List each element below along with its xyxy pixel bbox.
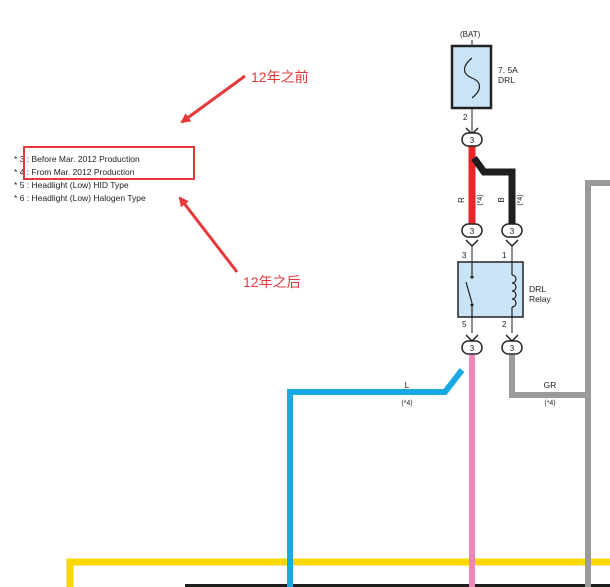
- fuse-source-label: (BAT): [460, 30, 481, 39]
- highlight-box: [23, 146, 195, 180]
- fuse: (BAT) 7. 5A DRL 2: [450, 30, 518, 133]
- chevron-down-icon: [465, 239, 479, 248]
- legend-line-4: * 6 : Headlight (Low) Halogen Type: [14, 193, 146, 203]
- connector-relay-bottom-left: 3: [461, 334, 483, 355]
- svg-text:3: 3: [470, 136, 475, 145]
- legend: * 3 : Before Mar. 2012 Production * 4 : …: [14, 153, 146, 205]
- svg-text:3: 3: [510, 227, 515, 236]
- legend-line-2: * 4 : From Mar. 2012 Production: [14, 167, 135, 177]
- gray-right-wire: [585, 180, 610, 587]
- fuse-pin: 2: [463, 113, 468, 122]
- gray-wire-label: GR: [544, 380, 557, 390]
- yellow-wire: [66, 558, 610, 587]
- connector-relay-bottom-right: 3: [501, 334, 523, 355]
- annotation-before: 12年之前: [251, 69, 309, 85]
- red-wire-note: (*4): [477, 194, 484, 205]
- legend-line-1: * 3 : Before Mar. 2012 Production: [14, 154, 140, 164]
- relay-coil-icon: [511, 262, 517, 317]
- chevron-down-icon: [505, 334, 519, 343]
- red-wire-label: R: [457, 197, 466, 203]
- relay-name-line1: DRL: [529, 284, 546, 294]
- blue-wire-note: (*4): [401, 400, 412, 407]
- fuse-name: DRL: [498, 75, 515, 85]
- chevron-down-icon: [505, 239, 519, 248]
- blue-wire: [287, 368, 465, 587]
- connector-relay-top-right: 3: [501, 223, 523, 248]
- annotation-after: 12年之后: [243, 274, 301, 290]
- black-wire-label: B: [497, 197, 506, 202]
- relay-pin-bottom-left: 5: [462, 320, 467, 329]
- relay-switch-icon: [465, 262, 474, 317]
- relay-pin-top-right: 1: [502, 251, 507, 260]
- relay-pin-top-left: 3: [462, 251, 467, 260]
- gray-wire-note: (*4): [544, 400, 555, 407]
- drl-relay: DRL Relay: [457, 246, 551, 333]
- black-wire-note: (*4): [517, 194, 524, 205]
- svg-text:3: 3: [510, 344, 515, 353]
- relay-pin-bottom-right: 2: [502, 320, 507, 329]
- svg-text:3: 3: [470, 344, 475, 353]
- blue-wire-label: L: [405, 380, 410, 390]
- svg-text:3: 3: [470, 227, 475, 236]
- relay-name-line2: Relay: [529, 294, 551, 304]
- fuse-symbol-icon: [463, 57, 481, 99]
- annotation-arrow-after: [178, 196, 239, 273]
- chevron-down-icon: [465, 334, 479, 343]
- connector-fuse: 3: [461, 127, 483, 147]
- gray-wire: [509, 355, 588, 398]
- connector-relay-top-left: 3: [461, 223, 483, 248]
- legend-line-3: * 5 : Headlight (Low) HID Type: [14, 180, 129, 190]
- fuse-rating: 7. 5A: [498, 65, 518, 75]
- black-wire: [471, 155, 516, 224]
- annotation-arrow-before: [180, 74, 246, 124]
